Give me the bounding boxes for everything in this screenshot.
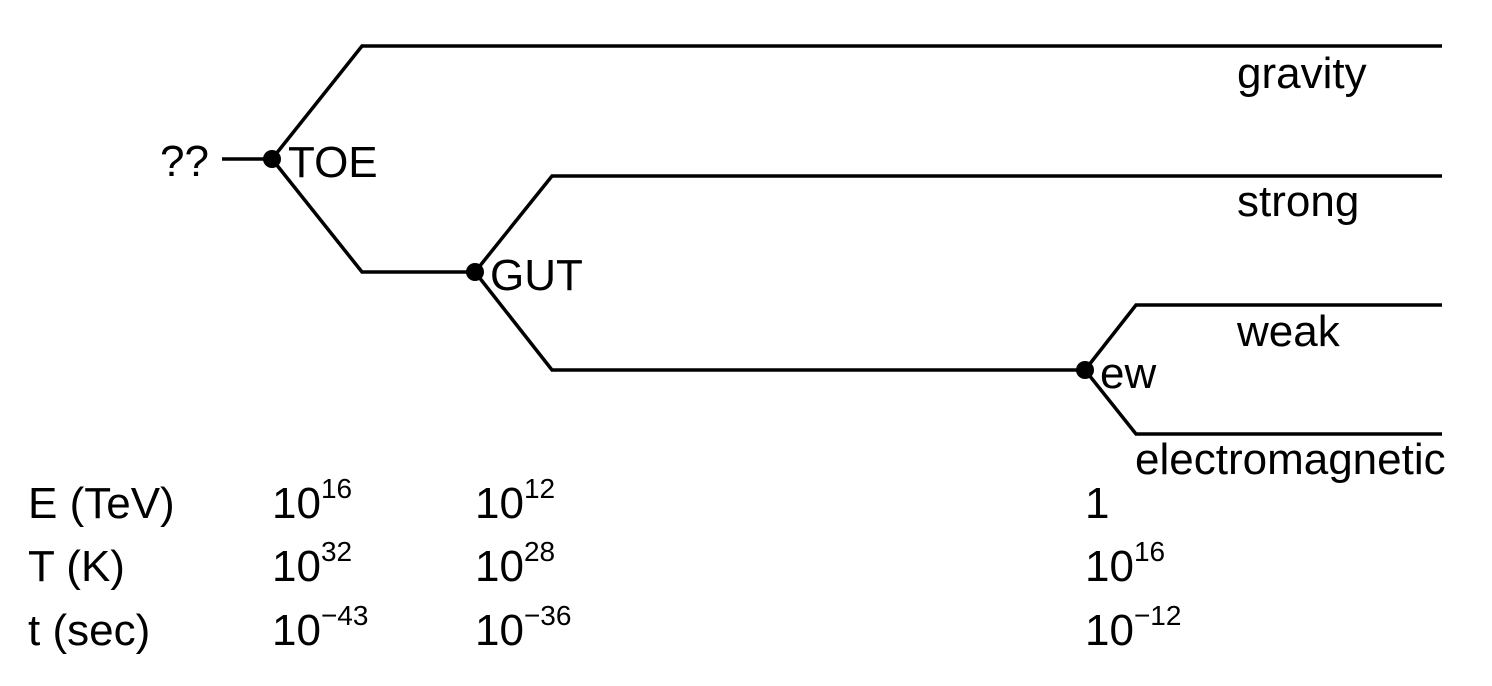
energy-value-toe: 1016 (272, 473, 352, 528)
weak-branch (1083, 303, 1442, 372)
temperature-value-ew: 1016 (1085, 536, 1165, 591)
electromagnetic-branch (1083, 368, 1442, 436)
force-label-electromagnetic: electromagnetic (1135, 435, 1446, 484)
ew-node (1076, 361, 1094, 379)
energy-value-ew: 1 (1085, 479, 1109, 528)
force-label-strong: strong (1237, 177, 1359, 226)
force-label-gravity: gravity (1237, 49, 1367, 98)
toe-label: TOE (288, 138, 378, 187)
strong-branch (473, 174, 1442, 274)
row-label-temperature: T (K) (28, 542, 125, 591)
gut-to-ew-branch (473, 270, 1085, 372)
force-label-weak: weak (1236, 307, 1341, 356)
start-label: ?? (160, 137, 209, 186)
gut-label: GUT (490, 251, 583, 300)
temperature-value-toe: 1032 (272, 536, 352, 591)
gut-node (466, 263, 484, 281)
time-value-ew: 10−12 (1085, 600, 1181, 655)
toe-node (263, 150, 281, 168)
time-value-gut: 10−36 (475, 600, 571, 655)
ew-label: ew (1100, 349, 1156, 398)
gravity-branch (270, 44, 1442, 161)
time-value-toe: 10−43 (272, 600, 368, 655)
temperature-value-gut: 1028 (475, 536, 555, 591)
energy-value-gut: 1012 (475, 473, 555, 528)
row-label-time: t (sec) (28, 606, 150, 655)
row-label-energy: E (TeV) (28, 479, 175, 528)
toe-to-gut-branch (270, 157, 475, 274)
